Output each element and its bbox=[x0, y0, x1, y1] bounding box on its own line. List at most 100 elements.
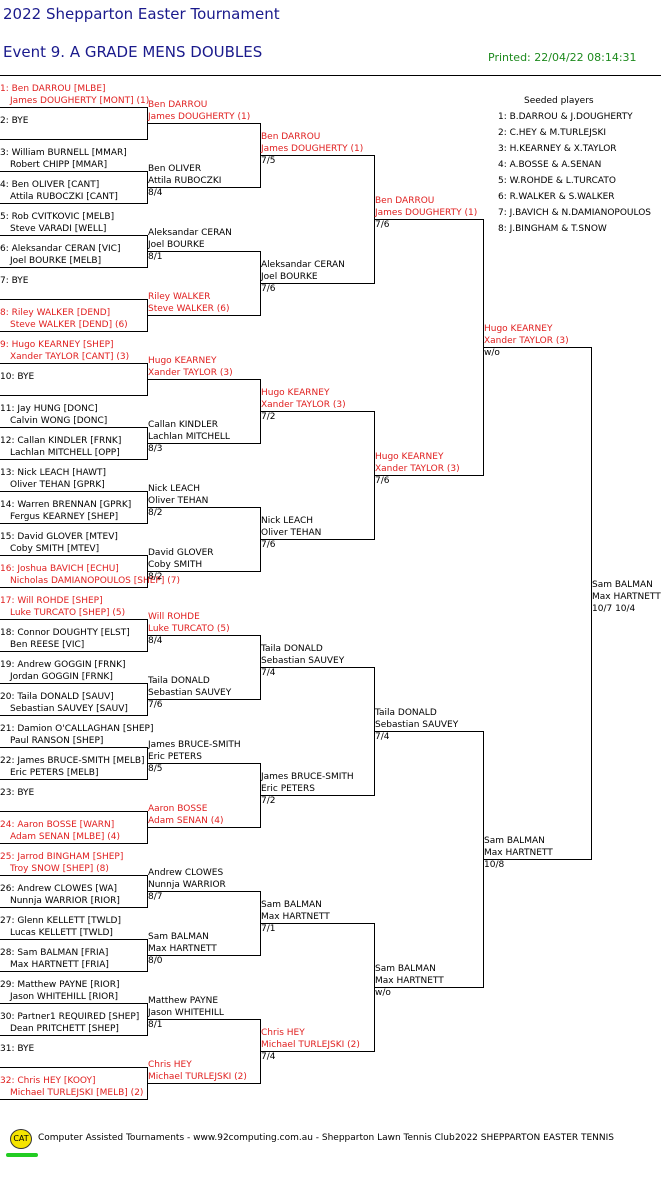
bracket-line bbox=[147, 251, 260, 252]
draw-entry-partner: Nicholas DAMIANOPOULOS [SHEP] (7) bbox=[10, 576, 180, 586]
draw-entry-partner: Fergus KEARNEY [SHEP] bbox=[10, 512, 119, 522]
draw-entry-partner: Lachlan MITCHELL [OPP] bbox=[10, 448, 120, 458]
draw-entry-name: 24: Aaron BOSSE [WARN] bbox=[0, 820, 115, 830]
match-winner-name: Matthew PAYNE bbox=[148, 996, 219, 1006]
bracket-line bbox=[260, 283, 374, 284]
draw-entry-name: 30: Partner1 REQUIRED [SHEP] bbox=[0, 1012, 140, 1022]
bracket-line bbox=[147, 1019, 260, 1020]
match-score: 10/8 bbox=[484, 860, 505, 870]
match-winner-partner: James DOUGHERTY (1) bbox=[148, 112, 251, 122]
bracket-line bbox=[147, 827, 260, 828]
draw-entry-name: 1: Ben DARROU [MLBE] bbox=[0, 84, 106, 94]
match-winner-name: Andrew CLOWES bbox=[148, 868, 224, 878]
seeded-player: 4: A.BOSSE & A.SENAN bbox=[498, 160, 602, 170]
draw-entry-partner: Sebastian SAUVEY [SAUV] bbox=[10, 704, 128, 714]
match-score: 7/6 bbox=[375, 476, 390, 486]
bracket-line bbox=[0, 1035, 147, 1036]
bracket-line bbox=[374, 219, 483, 220]
bracket-line bbox=[0, 779, 147, 780]
match-winner-partner: Oliver TEHAN bbox=[261, 528, 322, 538]
seeded-player: 8: J.BINGHAM & T.SNOW bbox=[498, 224, 607, 234]
match-winner-partner: Oliver TEHAN bbox=[148, 496, 209, 506]
match-winner-name: Taila DONALD bbox=[148, 676, 210, 686]
seeded-player: 6: R.WALKER & S.WALKER bbox=[498, 192, 615, 202]
draw-entry-name: 10: BYE bbox=[0, 372, 35, 382]
match-score: 7/4 bbox=[375, 732, 390, 742]
bracket-line bbox=[147, 123, 260, 124]
match-score: 7/6 bbox=[261, 540, 276, 550]
footer-event-name: 2022 SHEPPARTON EASTER TENNIS bbox=[455, 1133, 615, 1143]
bracket-line bbox=[374, 731, 483, 732]
match-score: 7/1 bbox=[261, 924, 276, 934]
match-winner-partner: Attila RUBOCZKI bbox=[148, 176, 222, 186]
draw-entry-name: 15: David GLOVER [MTEV] bbox=[0, 532, 118, 542]
match-winner-partner: Max HARTNETT bbox=[592, 592, 661, 602]
draw-entry-partner: Jordan GOGGIN [FRNK] bbox=[10, 672, 113, 682]
match-winner-name: Hugo KEARNEY bbox=[484, 324, 553, 334]
draw-entry-name: 11: Jay HUNG [DONC] bbox=[0, 404, 98, 414]
bracket-line bbox=[260, 923, 374, 924]
match-score: 8/2 bbox=[148, 572, 163, 582]
bracket-line bbox=[0, 619, 147, 620]
bracket-line bbox=[0, 843, 147, 844]
draw-entry-name: 18: Connor DOUGHTY [ELST] bbox=[0, 628, 130, 638]
match-winner-partner: Lachlan MITCHELL bbox=[148, 432, 230, 442]
bracket-line bbox=[0, 875, 147, 876]
draw-entry-partner: Max HARTNETT [FRIA] bbox=[10, 960, 109, 970]
draw-entry-name: 13: Nick LEACH [HAWT] bbox=[0, 468, 107, 478]
match-score: 8/2 bbox=[148, 508, 163, 518]
match-winner-partner: Michael TURLEJSKI (2) bbox=[148, 1072, 247, 1082]
draw-entry-partner: Jason WHITEHILL [RIOR] bbox=[10, 992, 119, 1002]
match-winner-name: Sam BALMAN bbox=[484, 836, 545, 846]
match-winner-name: Hugo KEARNEY bbox=[148, 356, 217, 366]
bracket-line bbox=[260, 667, 374, 668]
draw-entry-name: 5: Rob CVITKOVIC [MELB] bbox=[0, 212, 115, 222]
footer-credit: Computer Assisted Tournaments - www.92co… bbox=[38, 1133, 455, 1143]
bracket-line bbox=[147, 955, 260, 956]
draw-entry-partner: Steve WALKER [DEND] (6) bbox=[10, 320, 128, 330]
bracket-line bbox=[147, 699, 260, 700]
logo-underline bbox=[6, 1153, 38, 1157]
draw-entry-partner: Eric PETERS [MELB] bbox=[10, 768, 99, 778]
match-score: w/o bbox=[484, 348, 500, 358]
match-winner-name: Chris HEY bbox=[148, 1060, 192, 1070]
bracket-line bbox=[260, 1051, 374, 1052]
bracket-line bbox=[0, 139, 147, 140]
match-winner-partner: Jason WHITEHILL bbox=[148, 1008, 224, 1018]
bracket-line bbox=[147, 379, 260, 380]
match-winner-partner: Sebastian SAUVEY bbox=[375, 720, 459, 730]
match-winner-partner: Sebastian SAUVEY bbox=[148, 688, 232, 698]
match-score: 7/5 bbox=[261, 156, 276, 166]
draw-entry-name: 2: BYE bbox=[0, 116, 29, 126]
draw-entry-name: 27: Glenn KELLETT [TWLD] bbox=[0, 916, 121, 926]
match-winner-name: Sam BALMAN bbox=[592, 580, 653, 590]
draw-entry-name: 23: BYE bbox=[0, 788, 35, 798]
draw-entry-partner: Troy SNOW [SHEP] (8) bbox=[10, 864, 109, 874]
match-winner-partner: James DOUGHERTY (1) bbox=[375, 208, 478, 218]
bracket-line bbox=[260, 155, 374, 156]
bracket-line bbox=[0, 171, 147, 172]
bracket-line bbox=[147, 571, 260, 572]
bracket-line bbox=[0, 747, 147, 748]
match-winner-name: Ben OLIVER bbox=[148, 164, 202, 174]
bracket-line bbox=[0, 107, 147, 108]
bracket-line bbox=[0, 1003, 147, 1004]
match-score: 7/6 bbox=[375, 220, 390, 230]
cat-logo-icon: CAT bbox=[10, 1129, 32, 1149]
bracket-line bbox=[0, 587, 147, 588]
bracket-line bbox=[0, 939, 147, 940]
match-winner-partner: Sebastian SAUVEY bbox=[261, 656, 345, 666]
match-winner-name: Ben DARROU bbox=[148, 100, 208, 110]
draw-entry-partner: Coby SMITH [MTEV] bbox=[10, 544, 100, 554]
match-winner-partner: Coby SMITH bbox=[148, 560, 203, 570]
draw-entry-partner: Calvin WONG [DONC] bbox=[10, 416, 108, 426]
match-winner-partner: Joel BOURKE bbox=[261, 272, 318, 282]
seeded-player: 7: J.BAVICH & N.DAMIANOPOULOS bbox=[498, 208, 651, 218]
match-winner-partner: Xander TAYLOR (3) bbox=[484, 336, 569, 346]
match-winner-partner: Nunnja WARRIOR bbox=[148, 880, 226, 890]
match-winner-name: Sam BALMAN bbox=[375, 964, 436, 974]
bracket-line bbox=[0, 331, 147, 332]
draw-entry-name: 31: BYE bbox=[0, 1044, 35, 1054]
draw-entry-name: 28: Sam BALMAN [FRIA] bbox=[0, 948, 109, 958]
draw-entry-partner: Nunnja WARRIOR [RIOR] bbox=[10, 896, 120, 906]
